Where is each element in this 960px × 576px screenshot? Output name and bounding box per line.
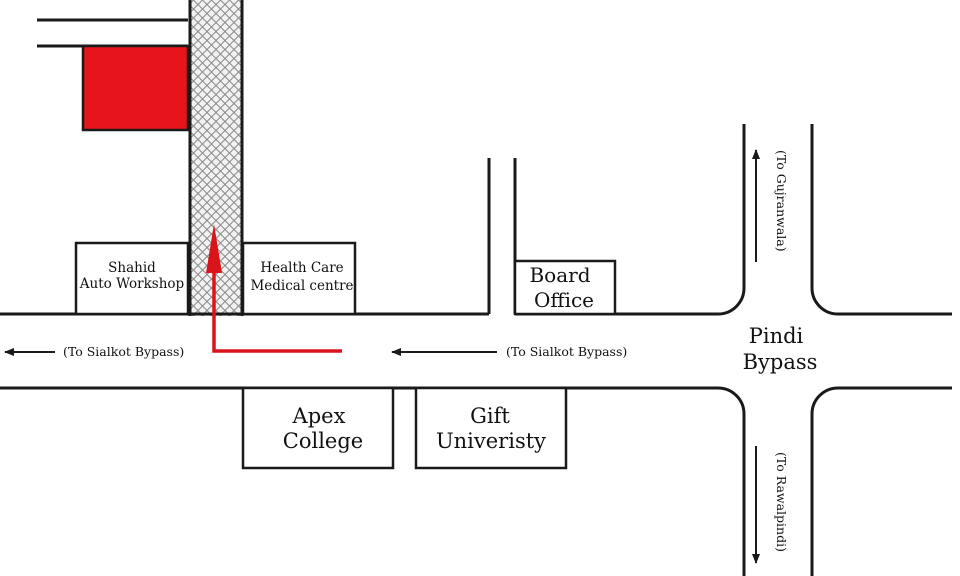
destination-building <box>81 44 190 132</box>
route-arrow-head <box>206 224 222 273</box>
shahid-label-2: Auto Workshop <box>79 276 184 292</box>
shahid-auto-workshop <box>74 241 190 316</box>
junction-corner-nw <box>717 287 746 316</box>
health-care-medical-centre <box>241 241 357 316</box>
gift-label-2: Univeristy <box>436 429 546 453</box>
apex-label-1: Apex <box>292 404 346 428</box>
board-office <box>513 259 617 316</box>
route-arrow-line <box>212 270 342 353</box>
board-label-1: Board <box>529 263 590 287</box>
junction-label-2: Bypass <box>743 350 818 374</box>
shahid-label-1: Shahid <box>108 260 156 276</box>
direction-gujranwala: (To Gujranwala) <box>774 150 789 252</box>
health-label-2: Medical centre <box>250 278 353 294</box>
health-label-1: Health Care <box>260 260 343 276</box>
junction-corner-sw <box>717 386 746 415</box>
junction-corner-ne <box>810 287 839 316</box>
apex-label-2: College <box>283 429 363 453</box>
direction-rawalpindi: (To Rawalpindi) <box>774 452 789 552</box>
direction-sialkot-center: (To Sialkot Bypass) <box>506 344 627 359</box>
direction-sialkot-left: (To Sialkot Bypass) <box>63 344 184 359</box>
junction-label-1: Pindi <box>749 324 804 348</box>
gift-university <box>414 386 568 470</box>
board-label-2: Office <box>534 288 594 312</box>
gift-label-1: Gift <box>470 404 510 428</box>
apex-college <box>241 386 395 470</box>
junction-corner-se <box>810 386 839 415</box>
